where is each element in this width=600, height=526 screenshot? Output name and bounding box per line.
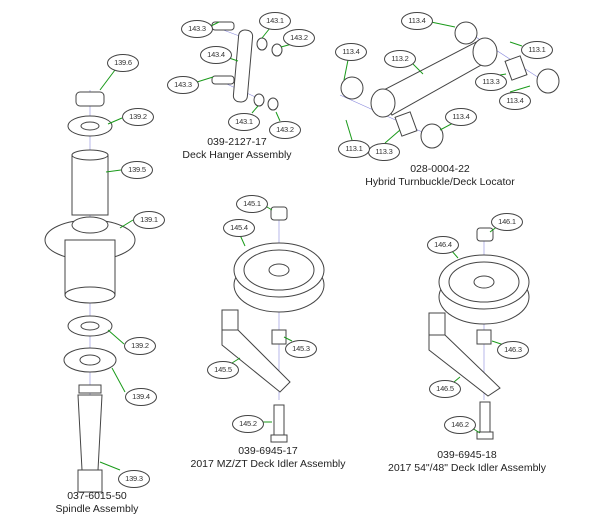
callout: 143.1 <box>228 113 260 131</box>
callout: 145.5 <box>207 361 239 379</box>
callout: 139.2 <box>122 108 154 126</box>
callout: 139.1 <box>133 211 165 229</box>
callout: 143.2 <box>283 29 315 47</box>
callout: 139.4 <box>125 388 157 406</box>
callout: 145.2 <box>232 415 264 433</box>
callout: 143.4 <box>200 46 232 64</box>
callout: 113.4 <box>335 43 367 61</box>
callout: 113.3 <box>368 143 400 161</box>
idler-17-drawing <box>221 206 325 443</box>
callout: 113.3 <box>475 73 507 91</box>
callout: 146.2 <box>444 416 476 434</box>
callout: 113.1 <box>338 140 370 158</box>
spindle-drawing <box>44 91 136 493</box>
callout: 139.3 <box>118 470 150 488</box>
callout: 113.2 <box>384 50 416 68</box>
callout: 113.1 <box>521 41 553 59</box>
callout: 146.3 <box>497 341 529 359</box>
callout: 139.6 <box>107 54 139 72</box>
callout: 113.4 <box>401 12 433 30</box>
callout: 146.1 <box>491 213 523 231</box>
idler-18-drawing <box>428 227 530 440</box>
callout: 143.2 <box>269 121 301 139</box>
callout: 139.5 <box>121 161 153 179</box>
callout: 143.3 <box>181 20 213 38</box>
leader-arrows <box>99 21 531 471</box>
callout: 146.4 <box>427 236 459 254</box>
callout: 113.4 <box>445 108 477 126</box>
callout: 146.5 <box>429 380 461 398</box>
callout: 143.1 <box>259 12 291 30</box>
turnbuckle-drawing <box>340 21 560 149</box>
callout: 143.3 <box>167 76 199 94</box>
callout: 139.2 <box>124 337 156 355</box>
callout: 145.1 <box>236 195 268 213</box>
callout: 113.4 <box>499 92 531 110</box>
hanger-drawing <box>211 21 283 111</box>
callout: 145.4 <box>223 219 255 237</box>
callout: 145.3 <box>285 340 317 358</box>
